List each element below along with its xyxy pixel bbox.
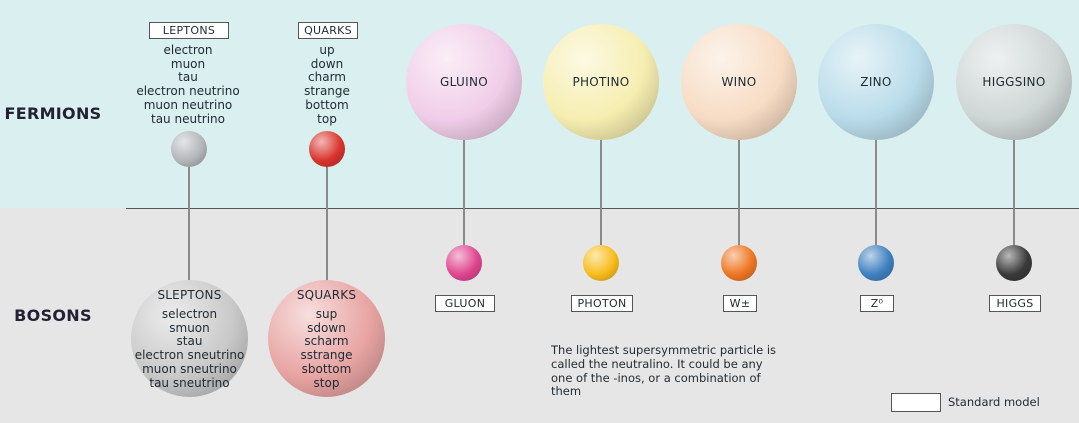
boson-label: PHOTON <box>571 295 633 312</box>
squarks-item: stop <box>313 375 340 390</box>
sleptons-ball <box>131 280 248 397</box>
superpartner-label: PHOTINO <box>572 75 630 89</box>
sleptons-item: selectron <box>161 307 218 321</box>
sleptons-item: muon sneutrino <box>142 361 237 376</box>
boson-ball <box>996 245 1032 281</box>
leptons-item: tau <box>178 70 198 85</box>
sleptons-item: smuon <box>169 320 210 335</box>
band-divider <box>126 208 1079 209</box>
boson-label: HIGGS <box>989 295 1041 312</box>
superpartner-ball <box>818 24 934 140</box>
superpartner-label: GLUINO <box>440 75 488 89</box>
squarks-title: SQUARKS <box>296 288 357 302</box>
boson-ball <box>721 245 757 281</box>
squarks-item: sup <box>315 307 338 321</box>
superpartner-ball <box>406 24 522 140</box>
column-stem <box>738 110 740 260</box>
sleptons-item: electron sneutrino <box>134 348 245 363</box>
column-stem <box>600 110 602 260</box>
superpartner-label: WINO <box>721 75 757 89</box>
boson-label: Z⁰ <box>860 295 894 312</box>
leptons-stem <box>188 148 190 288</box>
sleptons-item: tau sneutrino <box>149 375 230 390</box>
fermions-row-label: FERMIONS <box>4 104 102 123</box>
boson-ball <box>858 245 894 281</box>
squarks-item: sstrange <box>300 348 353 363</box>
quarks-stem <box>326 148 328 288</box>
quarks-item: up <box>319 43 335 57</box>
quarks-item: top <box>317 111 337 126</box>
quarks-item: bottom <box>305 97 349 112</box>
leptons-item: electron <box>163 43 213 57</box>
boson-label: W± <box>723 295 757 312</box>
standard-model-legend-label: Standard model <box>948 395 1040 409</box>
leptons-item: electron neutrino <box>136 84 240 99</box>
quarks-item: charm <box>308 70 346 85</box>
sleptons-item: stau <box>176 334 203 349</box>
column-stem <box>875 110 877 260</box>
squarks-item: sdown <box>307 320 346 335</box>
column-stem <box>463 110 465 260</box>
quark-ball <box>309 131 345 167</box>
superpartner-ball <box>543 24 659 140</box>
squarks-item: scharm <box>304 334 349 349</box>
boson-ball <box>583 245 619 281</box>
superpartner-ball <box>681 24 797 140</box>
quarks-item: down <box>310 56 344 71</box>
quarks-item: strange <box>304 84 350 99</box>
squarks-ball <box>268 280 385 397</box>
leptons-item: tau neutrino <box>151 111 225 126</box>
boson-ball <box>446 245 482 281</box>
leptons-item: muon <box>170 56 206 71</box>
sleptons-title: SLEPTONS <box>157 288 222 302</box>
squarks-item: sbottom <box>301 361 352 376</box>
column-stem <box>1013 110 1015 260</box>
superpartner-label: ZINO <box>860 75 892 89</box>
bosons-row-label: BOSONS <box>14 306 92 325</box>
boson-label: GLUON <box>435 295 495 312</box>
superpartner-label: HIGGSINO <box>982 75 1046 89</box>
leptons-title: LEPTONS <box>149 22 229 39</box>
superpartner-ball <box>956 24 1072 140</box>
standard-model-legend-swatch <box>891 393 941 412</box>
leptons-item: muon neutrino <box>143 97 233 112</box>
neutralino-note: The lightest supersymmetric particle is … <box>551 343 777 399</box>
lepton-ball <box>171 131 207 167</box>
quarks-title: QUARKS <box>298 22 358 39</box>
